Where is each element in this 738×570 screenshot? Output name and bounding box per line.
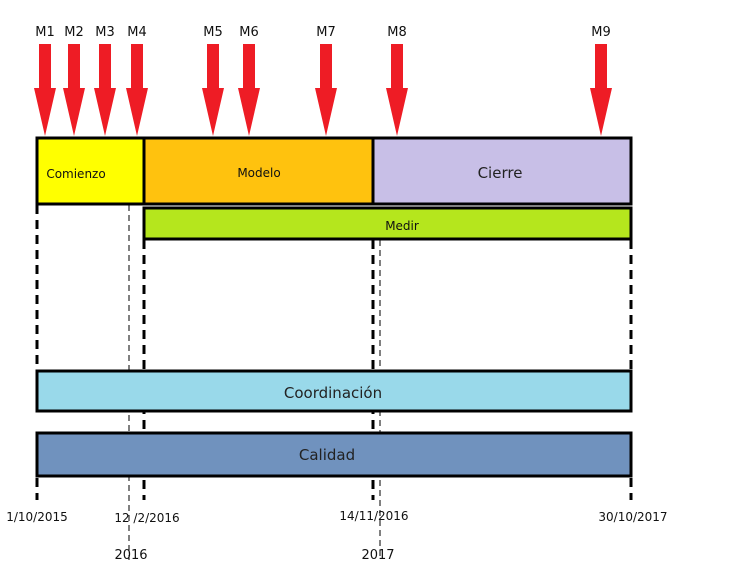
milestone-label-m6: M6 xyxy=(239,25,259,40)
phase-label-modelo: Modelo xyxy=(237,166,280,180)
milestone-label-m7: M7 xyxy=(316,25,336,40)
phase-label-comienzo: Comienzo xyxy=(46,167,105,181)
milestone-label-m8: M8 xyxy=(387,25,407,40)
phase-label-cierre: Cierre xyxy=(478,164,523,182)
milestone-arrow-m5 xyxy=(202,44,224,136)
date-label-end: 30/10/2017 xyxy=(598,510,667,524)
milestone-label-m4: M4 xyxy=(127,25,147,40)
milestone-arrow-m3 xyxy=(94,44,116,136)
phase-bar-coordinacion xyxy=(35,369,633,413)
milestone-arrow-m2 xyxy=(63,44,85,136)
phase-label-calidad: Calidad xyxy=(299,446,355,464)
phase-bar-comienzo xyxy=(35,136,146,206)
milestone-arrow-m1 xyxy=(34,44,56,136)
milestone-arrow-m7 xyxy=(315,44,337,136)
phase-bar-medir xyxy=(142,206,633,241)
date-label-start: 1/10/2015 xyxy=(6,510,68,524)
milestone-label-m9: M9 xyxy=(591,25,611,40)
milestone-arrow-m6 xyxy=(238,44,260,136)
year-label-2017: 2017 xyxy=(361,548,394,563)
phase-bar-cierre xyxy=(371,136,633,206)
date-label-feb-2016: 12 /2/2016 xyxy=(114,511,179,525)
milestone-label-m5: M5 xyxy=(203,25,223,40)
milestone-label-m2: M2 xyxy=(64,25,84,40)
milestone-arrow-m4 xyxy=(126,44,148,136)
milestone-label-m1: M1 xyxy=(35,25,55,40)
phase-bar-calidad xyxy=(35,431,633,478)
phase-label-medir: Medir xyxy=(385,219,419,233)
milestone-label-m3: M3 xyxy=(95,25,115,40)
milestone-arrow-m9 xyxy=(590,44,612,136)
year-label-2016: 2016 xyxy=(114,548,147,563)
phase-label-coordinacion: Coordinación xyxy=(284,384,382,402)
milestone-arrow-m8 xyxy=(386,44,408,136)
date-label-nov-2016: 14/11/2016 xyxy=(339,509,408,523)
